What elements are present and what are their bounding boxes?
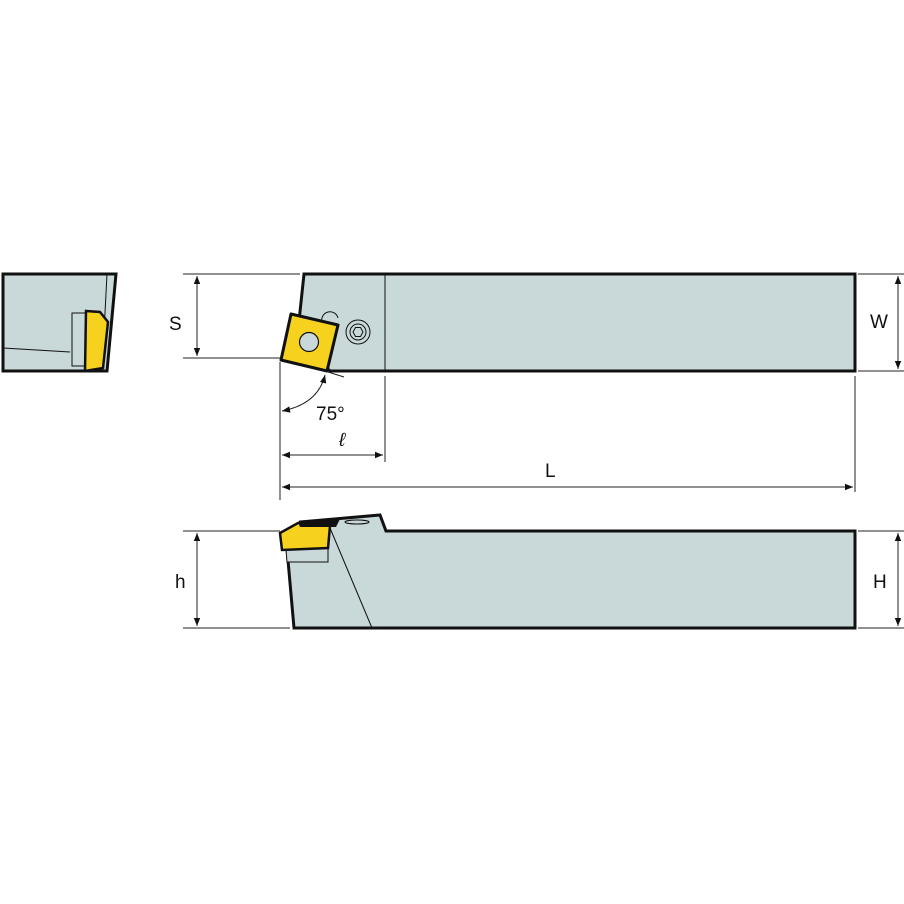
dim-label-angle: 75° <box>316 404 345 425</box>
end-view-insert <box>83 309 110 373</box>
top-view-body <box>295 272 857 373</box>
side-view-body <box>285 513 857 630</box>
clamp-screw-icon <box>345 319 371 345</box>
side-view <box>278 513 857 630</box>
side-view-insert <box>278 521 332 552</box>
dim-label-l-small: ℓ <box>338 430 346 451</box>
dim-label-s: S <box>169 314 182 335</box>
dim-label-h-small: h <box>175 572 186 593</box>
dim-label-h: H <box>873 572 887 593</box>
top-view <box>279 272 857 373</box>
dim-label-l: L <box>545 461 556 482</box>
end-view-shim <box>71 312 87 367</box>
dimension-lines <box>183 273 904 629</box>
dim-label-w: W <box>870 312 888 333</box>
end-view <box>1 272 118 373</box>
